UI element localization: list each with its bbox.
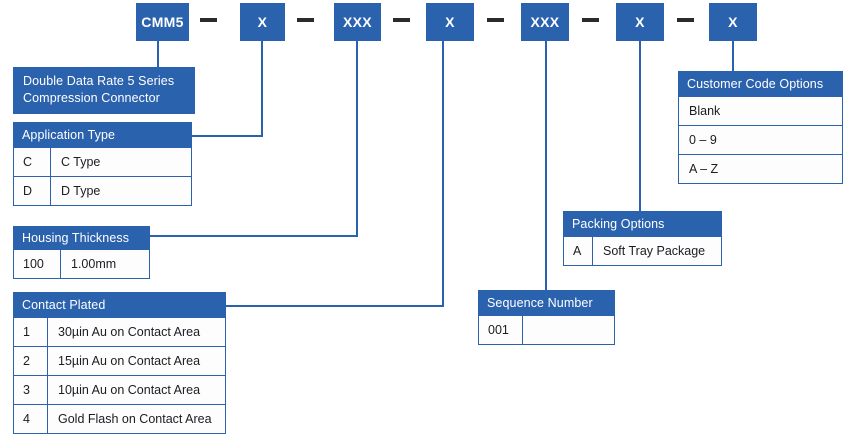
connector-housing-thickness-horizontal xyxy=(148,235,358,237)
callout-series-caption: Double Data Rate 5 Series Compression Co… xyxy=(13,67,195,114)
row-code: 4 xyxy=(14,405,48,433)
row-value: 0 – 9 xyxy=(689,133,717,147)
row-code: 001 xyxy=(479,316,523,344)
row-code: 1 xyxy=(14,318,48,346)
code-segment-contact-plated[interactable]: X xyxy=(426,3,474,41)
code-segment-housing-thickness-label: XXX xyxy=(343,14,372,30)
connector-series xyxy=(157,41,159,68)
code-separator-2 xyxy=(297,18,314,22)
table-row[interactable]: 4 Gold Flash on Contact Area xyxy=(13,405,226,434)
connector-housing-thickness-vertical xyxy=(356,41,358,237)
row-code: 3 xyxy=(14,376,48,404)
callout-packing-options: Packing Options A Soft Tray Package xyxy=(563,211,722,266)
code-separator-3 xyxy=(393,18,410,22)
callout-sequence-number: Sequence Number 001 xyxy=(478,290,615,345)
table-row[interactable]: 3 10µin Au on Contact Area xyxy=(13,376,226,405)
code-separator-6 xyxy=(677,18,694,22)
row-desc: 1.00mm xyxy=(71,257,117,271)
code-segment-series-label: CMM5 xyxy=(141,14,184,30)
connector-customer-code-options xyxy=(732,41,734,72)
table-row[interactable]: A Soft Tray Package xyxy=(563,237,722,266)
row-code: 2 xyxy=(14,347,48,375)
code-segment-application-type-label: X xyxy=(257,14,268,30)
row-desc: D Type xyxy=(61,184,101,198)
code-segment-customer-code-label: X xyxy=(728,14,738,30)
callout-series: Double Data Rate 5 Series Compression Co… xyxy=(13,67,195,114)
table-row[interactable]: A – Z xyxy=(678,155,843,184)
callout-application-type: Application Type C C Type D D Type xyxy=(13,122,192,206)
row-desc: 10µin Au on Contact Area xyxy=(58,383,201,397)
code-separator-1 xyxy=(200,18,217,22)
code-segment-sequence-number-label: XXX xyxy=(530,14,560,30)
row-value: A – Z xyxy=(689,162,719,176)
callout-sequence-number-caption: Sequence Number xyxy=(478,290,615,316)
code-segment-series[interactable]: CMM5 xyxy=(136,3,189,41)
connector-application-type-horizontal xyxy=(190,135,263,137)
callout-application-type-caption: Application Type xyxy=(13,122,192,148)
table-row[interactable]: 0 – 9 xyxy=(678,126,843,155)
code-segment-packing-options-label: X xyxy=(635,14,645,30)
callout-housing-thickness: Housing Thickness 100 1.00mm xyxy=(13,226,150,279)
row-code: 100 xyxy=(14,250,61,278)
row-desc: Soft Tray Package xyxy=(603,244,706,258)
table-row[interactable]: C C Type xyxy=(13,148,192,177)
callout-customer-code-options: Customer Code Options Blank 0 – 9 A – Z xyxy=(678,71,843,184)
code-segment-application-type[interactable]: X xyxy=(240,3,285,41)
row-desc: 30µin Au on Contact Area xyxy=(58,325,201,339)
connector-application-type-vertical xyxy=(261,41,263,137)
code-segment-packing-options[interactable]: X xyxy=(616,3,664,41)
row-code: C xyxy=(14,148,51,176)
callout-customer-code-options-caption: Customer Code Options xyxy=(678,71,843,97)
connector-sequence-number xyxy=(545,41,547,290)
code-separator-4 xyxy=(487,18,504,22)
connector-contact-plated-vertical xyxy=(442,41,444,307)
row-desc: Gold Flash on Contact Area xyxy=(58,412,212,426)
table-row[interactable]: 001 xyxy=(478,316,615,345)
code-segment-housing-thickness[interactable]: XXX xyxy=(334,3,381,41)
row-code: A xyxy=(564,237,593,265)
row-value: Blank xyxy=(689,104,721,118)
table-row[interactable]: D D Type xyxy=(13,177,192,206)
callout-series-caption-line2: Compression Connector xyxy=(23,91,160,105)
row-desc: 15µin Au on Contact Area xyxy=(58,354,201,368)
callout-packing-options-caption: Packing Options xyxy=(563,211,722,237)
connector-contact-plated-horizontal xyxy=(224,305,444,307)
connector-packing-options xyxy=(639,41,641,211)
row-desc xyxy=(523,316,614,344)
code-separator-5 xyxy=(582,18,599,22)
callout-housing-thickness-caption: Housing Thickness xyxy=(13,226,150,250)
table-row[interactable]: 1 30µin Au on Contact Area xyxy=(13,318,226,347)
code-segment-sequence-number[interactable]: XXX xyxy=(521,3,569,41)
table-row[interactable]: 2 15µin Au on Contact Area xyxy=(13,347,226,376)
row-desc: C Type xyxy=(61,155,101,169)
code-segment-contact-plated-label: X xyxy=(445,14,455,30)
callout-contact-plated: Contact Plated 1 30µin Au on Contact Are… xyxy=(13,292,226,434)
callout-series-caption-line1: Double Data Rate 5 Series xyxy=(23,74,175,88)
code-segment-customer-code[interactable]: X xyxy=(709,3,757,41)
table-row[interactable]: Blank xyxy=(678,97,843,126)
row-code: D xyxy=(14,177,51,205)
callout-contact-plated-caption: Contact Plated xyxy=(13,292,226,318)
table-row[interactable]: 100 1.00mm xyxy=(13,250,150,279)
